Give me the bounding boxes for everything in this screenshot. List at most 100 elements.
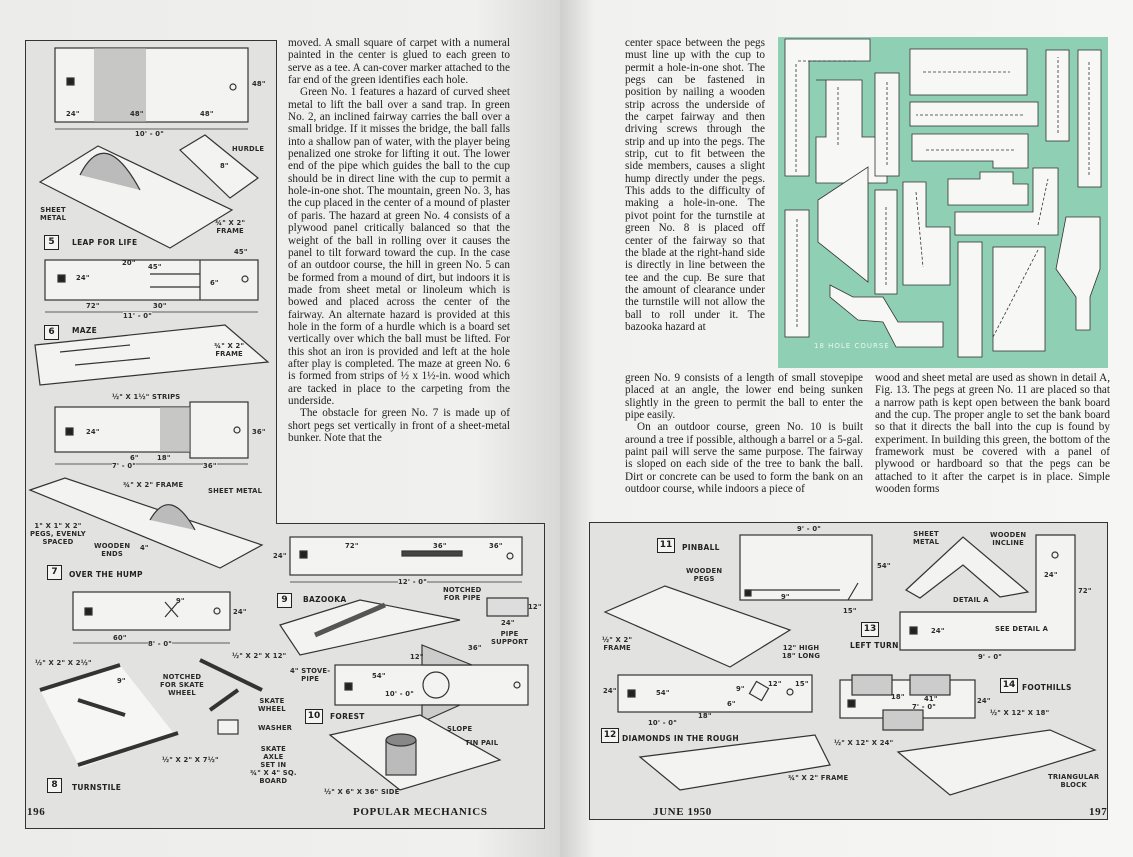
figure-number: 8 [47, 778, 62, 793]
dimension-label: 54" [372, 672, 386, 680]
dimension-label: 48" [252, 80, 266, 88]
callout-label: WOODEN ENDS [94, 542, 131, 558]
dimension-label: 48" [130, 110, 144, 118]
figure-number: 6 [44, 325, 59, 340]
figure-number: 9 [277, 593, 292, 608]
dimension-label: 24" [86, 428, 100, 436]
figure-title: TURNSTILE [72, 783, 122, 792]
callout-label: ¾" X 2" FRAME [788, 774, 849, 782]
callout-label: WASHER [258, 724, 293, 732]
dimension-label: 6" [210, 279, 219, 287]
figure-number: 10 [305, 709, 323, 724]
page-number: 196 [27, 806, 46, 818]
callout-label: ½" X 2" FRAME [602, 636, 633, 652]
running-head: POPULAR MECHANICS [353, 806, 488, 818]
callout-label: SKATE AXLE SET IN ¾" X 4" SQ. BOARD [250, 745, 297, 785]
callout-label: ½" X 6" X 36" SIDE [324, 788, 400, 796]
figure-title: DIAMONDS IN THE ROUGH [622, 734, 739, 743]
dimension-label: 9" [781, 593, 790, 601]
dimension-label: 36" [433, 542, 447, 550]
figure-title: OVER THE HUMP [69, 570, 143, 579]
figure-number: 12 [601, 728, 619, 743]
figure-title: PINBALL [682, 543, 720, 552]
callout-label: HURDLE [232, 145, 265, 153]
dimension-label: 30" [153, 302, 167, 310]
dimension-label: 12" [528, 603, 542, 611]
dimension-label: 9" [117, 677, 126, 685]
left-page: moved. A small square of carpet with a n… [0, 0, 560, 857]
dimension-label: 7' - 0" [112, 462, 137, 470]
callout-label: WOODEN INCLINE [990, 531, 1027, 547]
callout-label: TIN PAIL [465, 739, 499, 747]
dimension-label: 24" [501, 619, 515, 627]
dimension-label: 9' - 0" [978, 653, 1003, 661]
dimension-label: 24" [603, 687, 617, 695]
dimension-label: 60" [113, 634, 127, 642]
paragraph: The obstacle for green No. 7 is made up … [288, 407, 510, 444]
dimension-label: 72" [1078, 587, 1092, 595]
callout-label: ¾" X 2" FRAME [214, 342, 245, 358]
dimension-label: 54" [656, 689, 670, 697]
callout-label: WOODEN PEGS [686, 567, 723, 583]
dimension-label: 12' - 0" [398, 578, 427, 586]
dimension-label: 72" [86, 302, 100, 310]
callout-label: DETAIL A [953, 596, 989, 604]
dimension-label: 36" [203, 462, 217, 470]
dimension-label: 18" [891, 693, 905, 701]
callout-label: ½" X 12" X 18" [990, 709, 1050, 717]
dimension-label: 36" [489, 542, 503, 550]
callout-label: TRIANGULAR BLOCK [1048, 773, 1100, 789]
figure-number: 5 [44, 235, 59, 250]
dimension-label: 18" [157, 454, 171, 462]
dimension-label: 9" [176, 597, 185, 605]
right-text-column-1: green No. 9 consists of a length of smal… [625, 372, 863, 495]
dimension-label: 36" [468, 644, 482, 652]
figure-title: MAZE [72, 326, 98, 335]
dimension-label: 12" [768, 680, 782, 688]
dimension-label: 54" [877, 562, 891, 570]
dimension-label: 9' - 0" [797, 525, 822, 533]
page-number: 197 [1089, 806, 1108, 818]
callout-label: 1" X 1" X 2" PEGS, EVENLY SPACED [30, 522, 86, 546]
callout-label: SEE DETAIL A [995, 625, 1049, 633]
dimension-label: 6" [727, 700, 736, 708]
figure-title: FOOTHILLS [1022, 683, 1072, 692]
paragraph: On an outdoor course, green No. 10 is bu… [625, 421, 863, 496]
dimension-label: 45" [148, 263, 162, 271]
figure-number: 7 [47, 565, 62, 580]
right-text-column-2: wood and sheet metal are used as shown i… [875, 372, 1110, 495]
callout-label: SLOPE [447, 725, 473, 733]
dimension-label: 10' - 0" [648, 719, 677, 727]
dimension-label: 48" [200, 110, 214, 118]
dimension-label: 24" [76, 274, 90, 282]
callout-label: 12" HIGH 18" LONG [782, 644, 821, 660]
dimension-label: 8" [220, 162, 229, 170]
callout-label: SHEET METAL [913, 530, 940, 546]
callout-label: ½" X 12" X 24" [834, 739, 894, 747]
callout-label: SHEET METAL [208, 487, 263, 495]
callout-label: NOTCHED FOR SKATE WHEEL [160, 673, 204, 697]
dimension-label: 36" [252, 428, 266, 436]
course-map-caption: 18 HOLE COURSE [814, 342, 890, 350]
dimension-label: 8' - 0" [148, 640, 173, 648]
dimension-label: 6" [130, 454, 139, 462]
dimension-label: 4" [140, 544, 149, 552]
callout-label: ½" X 2" X 7½" [162, 756, 219, 764]
callout-label: ¾" X 2" FRAME [123, 481, 184, 489]
callout-label: PIPE SUPPORT [491, 630, 529, 646]
figure-title: LEFT TURN [850, 641, 899, 650]
dimension-label: 24" [977, 697, 991, 705]
paragraph: green No. 9 consists of a length of smal… [625, 372, 863, 422]
dimension-label: 10' - 0" [385, 690, 414, 698]
dimension-label: 10' - 0" [135, 130, 164, 138]
course-layout-map: 18 HOLE COURSE [778, 37, 1108, 368]
callout-label: NOTCHED FOR PIPE [443, 586, 482, 602]
dimension-label: 9" [736, 685, 745, 693]
callout-label: 4" STOVE- PIPE [290, 667, 331, 683]
callout-label: SKATE WHEEL [258, 697, 286, 713]
callout-label: ¾" X 2" FRAME [215, 219, 246, 235]
figure-number: 11 [657, 538, 675, 553]
callout-label: ½" X 2" X 2½" [35, 659, 92, 667]
dimension-label: 24" [931, 627, 945, 635]
